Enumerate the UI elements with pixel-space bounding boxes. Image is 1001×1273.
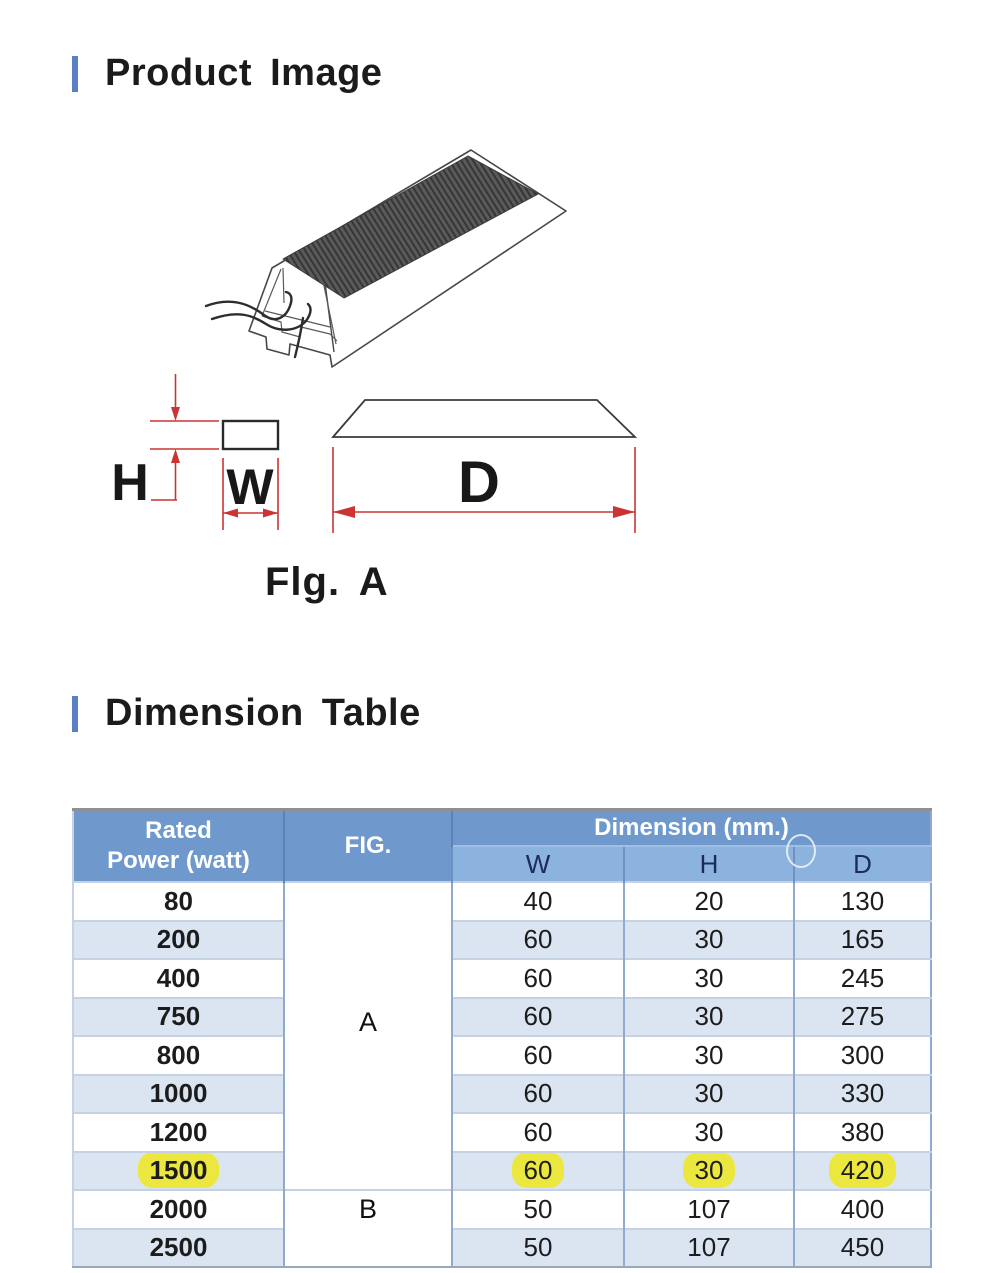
w-cell: 60 (451, 1150, 624, 1190)
table-row: 200 60 30 165 (73, 919, 931, 959)
d-cell: 130 (793, 881, 931, 921)
d-cell: 450 (793, 1227, 931, 1267)
d-cell: 245 (793, 958, 931, 998)
table-row: 1500 60 30 420 (73, 1150, 931, 1190)
side-view-trapezoid (331, 399, 638, 438)
rated-power-cell: 1500 (73, 1150, 284, 1190)
resistor-top-hatch (282, 155, 539, 299)
w-cell: 40 (451, 881, 624, 921)
lead-wires (204, 290, 312, 359)
rated-power-header-line2: Power (watt) (107, 847, 250, 874)
product-technical-drawing: H W D (111, 149, 638, 533)
h-cell: 30 (623, 1035, 794, 1075)
d-cell: 420 (793, 1150, 931, 1190)
fig-letter: A (358, 1006, 377, 1037)
product-isometric-drawing (204, 149, 567, 368)
w-column-header: W (451, 845, 624, 882)
d-cell: 330 (793, 1073, 931, 1113)
h-cell: 107 (623, 1189, 794, 1229)
dimension-diagram: H W D (111, 374, 638, 533)
h-cell: 30 (623, 1150, 794, 1190)
h-dimension-label: H (111, 454, 149, 512)
h-cell: 30 (623, 919, 794, 959)
table-row: 2000 B 50 107 400 (73, 1189, 931, 1267)
table-row: 1000 60 30 330 (73, 1073, 931, 1113)
dimension-table-title: Dimension Table (105, 692, 421, 734)
w-dimension-label: W (226, 459, 274, 515)
product-image-section-header: Product Image (72, 52, 382, 95)
h-dimension-arrows (150, 374, 219, 501)
table-row: 750 60 30 275 (73, 996, 931, 1036)
w-cell: 50 (451, 1227, 624, 1267)
d-cell: 300 (793, 1035, 931, 1075)
rated-power-cell: 1000 (73, 1073, 284, 1113)
w-cell: 60 (451, 919, 624, 959)
dimension-table: Rated Power (watt) FIG. Dimension (mm.) … (72, 808, 932, 1268)
d-dimension-label: D (458, 450, 500, 515)
d-column-header: D (793, 845, 931, 882)
dimension-table-section-header: Dimension Table (72, 692, 421, 735)
w-cell: 50 (451, 1189, 624, 1229)
w-cell: 60 (451, 996, 624, 1036)
rated-power-cell: 80 (73, 881, 284, 921)
d-cell: 400 (793, 1189, 931, 1229)
fig-cell: A (283, 881, 452, 1190)
w-cell: 60 (451, 1035, 624, 1075)
d-cell: 380 (793, 1112, 931, 1152)
table-row: 800 60 30 300 (73, 1035, 931, 1075)
figure-caption: Flg. A (265, 560, 389, 604)
h-cell: 30 (623, 1073, 794, 1113)
w-cell: 60 (451, 958, 624, 998)
table-row: 2500 50 107 450 (73, 1227, 931, 1267)
h-cell: 107 (623, 1227, 794, 1267)
table-header-row: Rated Power (watt) FIG. Dimension (mm.) (73, 809, 931, 882)
rated-power-header-line1: Rated (145, 817, 212, 844)
dimension-header: Dimension (mm.) (451, 809, 931, 846)
cross-section-rect (221, 419, 280, 451)
fig-header: FIG. (283, 809, 452, 882)
h-cell: 30 (623, 996, 794, 1036)
rated-power-cell: 400 (73, 958, 284, 998)
h-cell: 30 (623, 1112, 794, 1152)
rated-power-cell: 750 (73, 996, 284, 1036)
product-image-title: Product Image (105, 52, 383, 94)
rated-power-cell: 800 (73, 1035, 284, 1075)
rated-power-header: Rated Power (watt) (73, 809, 284, 882)
section-marker-bar (72, 55, 78, 92)
fig-cell: B (283, 1189, 452, 1267)
h-cell: 20 (623, 881, 794, 921)
d-dimension-arrows (332, 447, 636, 533)
w-dimension-arrows (222, 458, 279, 530)
table-row: 400 60 30 245 (73, 958, 931, 998)
rated-power-cell: 2500 (73, 1227, 284, 1267)
h-column-header: H (623, 845, 794, 882)
fig-letter: B (358, 1194, 377, 1224)
d-cell: 275 (793, 996, 931, 1036)
w-cell: 60 (451, 1073, 624, 1113)
table-row: 1200 60 30 380 (73, 1112, 931, 1152)
rated-power-cell: 1200 (73, 1112, 284, 1152)
section-marker-bar (72, 695, 78, 732)
rated-power-cell: 2000 (73, 1189, 284, 1229)
table-subheader-row: W H D (73, 845, 931, 882)
d-cell: 165 (793, 919, 931, 959)
w-cell: 60 (451, 1112, 624, 1152)
rated-power-cell: 200 (73, 919, 284, 959)
h-cell: 30 (623, 958, 794, 998)
